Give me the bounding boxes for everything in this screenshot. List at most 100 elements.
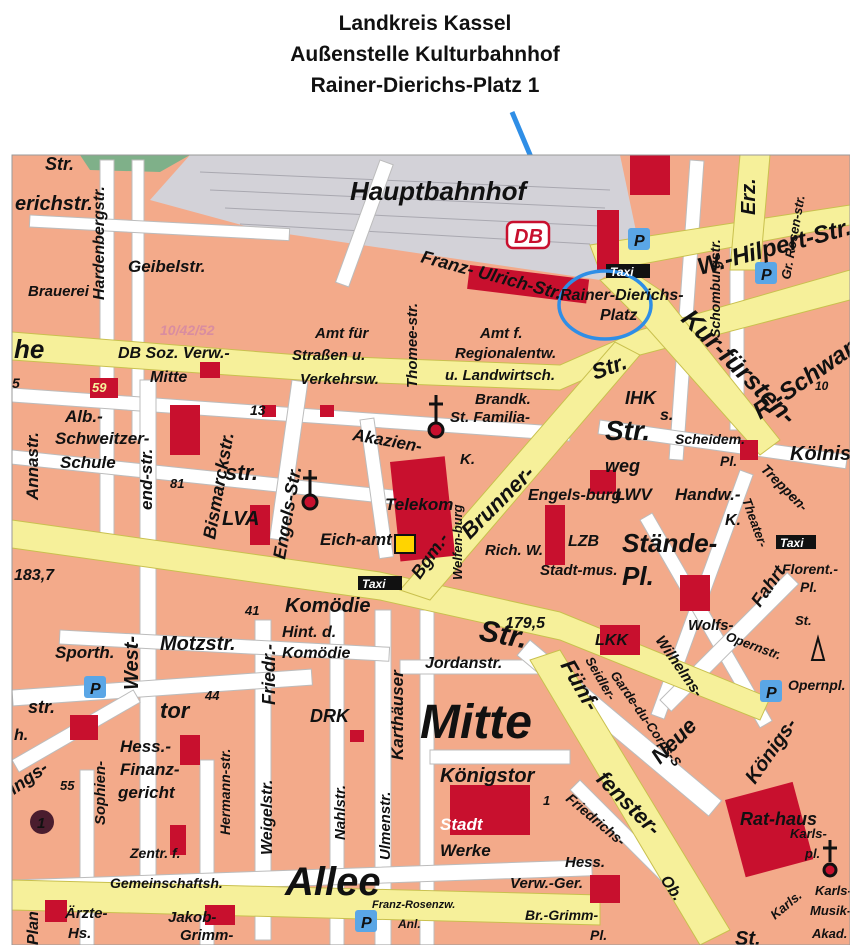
address-header: Landkreis Kassel Außenstelle Kulturbahnh…	[0, 8, 850, 101]
label-engelsburg: Engels-burg	[528, 487, 622, 504]
db-logo	[505, 220, 551, 250]
label-stadtmus: Stadt-mus.	[540, 562, 618, 579]
label-str-small: str.	[225, 460, 258, 485]
label-allee: Allee	[284, 860, 381, 904]
label-strassen: Straßen u.	[292, 347, 365, 364]
label-value-183: 183,7	[14, 567, 55, 584]
label-alb: Alb.-	[64, 407, 103, 426]
label-five: 5	[12, 375, 20, 391]
label-taxi-1: Taxi	[610, 265, 634, 279]
header-line-address: Rainer-Dierichs-Platz 1	[310, 74, 540, 97]
label-hardenbergstr: Hardenbergstr.	[91, 186, 108, 300]
label-sophien: Sophien-	[92, 761, 109, 825]
label-pl2: Pl.	[622, 561, 654, 591]
label-ten: 10	[815, 379, 829, 393]
label-friedr: Friedr.-	[259, 644, 279, 705]
label-h: h.	[14, 727, 28, 744]
label-value-179: 179,5	[505, 615, 546, 632]
label-endstr: end-str.	[137, 449, 156, 510]
label-karls: Karls-	[790, 826, 827, 841]
label-gericht: gericht	[117, 783, 176, 802]
label-akad: Akad.	[811, 926, 847, 941]
label-lkk: LKK	[595, 632, 629, 649]
label-karthaeuser: Karthäuser	[388, 669, 407, 760]
label-str-kurf: Str.	[605, 415, 650, 446]
label-telekom: Telekom	[385, 495, 453, 514]
buildings	[45, 155, 814, 925]
label-mitte-small: Mitte	[150, 369, 187, 386]
label-werke: Werke	[440, 841, 491, 860]
label-plan: Plan	[25, 911, 42, 945]
parking-icon: P P P P P	[84, 228, 782, 932]
label-komoedie2: Komödie	[282, 645, 351, 662]
label-st2: St.	[795, 613, 812, 628]
label-mitte-big: Mitte	[420, 696, 532, 749]
label-verw-ger: Verw.-Ger.	[510, 875, 583, 892]
label-fiftynine: 59	[92, 380, 107, 395]
label-str-w: str.	[28, 697, 55, 717]
label-west: West-	[121, 636, 143, 690]
label-drk: DRK	[310, 706, 351, 726]
label-regionalentw: Regionalentw.	[455, 345, 556, 362]
label-verkehrsw: Verkehrsw.	[300, 371, 379, 388]
label-brauerei: Brauerei	[28, 283, 90, 300]
label-hermann: Hermann-str.	[217, 749, 233, 835]
label-amt-f: Amt f.	[479, 325, 523, 342]
taxi-sign	[358, 264, 816, 590]
label-brandk: Brandk.	[475, 391, 531, 408]
label-annastr: Annastr.	[23, 432, 42, 501]
label-lzb: LZB	[568, 533, 599, 550]
label-aerzte: Ärzte-	[64, 905, 108, 922]
label-schule: Schule	[60, 453, 116, 472]
label-finanz: Finanz-	[120, 760, 180, 779]
svg-text:P: P	[361, 915, 372, 932]
label-zentr: Zentr. f.	[129, 845, 181, 861]
main-roads	[12, 155, 850, 945]
label-ihk: IHK	[625, 388, 658, 408]
label-jakob: Jakob-	[168, 909, 216, 926]
svg-text:P: P	[634, 233, 645, 250]
label-he: he	[14, 334, 44, 364]
label-rich-w: Rich. W.	[485, 542, 543, 559]
label-schomburgstr: Schomburgstr.	[707, 239, 723, 338]
label-zone: 10/42/52	[160, 322, 215, 338]
label-weg: weg	[605, 456, 640, 476]
label-motzstr: Motzstr.	[160, 633, 236, 655]
svg-text:1: 1	[37, 815, 45, 832]
location-highlight	[557, 269, 653, 341]
label-grimm: Grimm-	[180, 927, 233, 944]
label-rathaus: Rat-haus	[740, 809, 817, 829]
label-koenigstor: Königstor	[440, 765, 536, 787]
number-one-marker: 1	[30, 810, 54, 834]
label-db: DB	[514, 226, 543, 248]
label-st3: St.	[735, 928, 761, 945]
label-tor: tor	[160, 698, 191, 723]
label-handw: Handw.-	[675, 485, 741, 504]
label-erz: Erz.	[738, 178, 760, 215]
label-thirteen: 13	[250, 402, 266, 418]
church-icon	[301, 395, 838, 878]
label-pl3: pl.	[804, 846, 820, 861]
svg-text:P: P	[761, 267, 772, 284]
label-scheidem: Scheidem.	[675, 431, 745, 447]
label-landwirtsch: u. Landwirtsch.	[445, 367, 555, 384]
label-fortyone: 41	[244, 603, 259, 618]
label-welfen: Welfen-burg	[450, 504, 465, 580]
label-lwv: LWV	[615, 485, 653, 504]
label-thomee: Thomee-str.	[404, 303, 421, 388]
label-geibelstr: Geibelstr.	[128, 257, 205, 276]
label-florent: Florent.-	[782, 561, 838, 577]
label-pl-small: Pl.	[800, 579, 817, 595]
map-frame	[11, 154, 850, 945]
svg-text:P: P	[90, 681, 101, 698]
label-k: K.	[460, 451, 475, 468]
label-str-top: Str.	[45, 154, 74, 174]
post-icon	[394, 534, 416, 554]
label-hess: Hess.-	[120, 737, 171, 756]
label-one: 1	[543, 793, 550, 808]
label-amt-fuer: Amt für	[314, 325, 369, 342]
label-karls-musik: Karls-	[815, 883, 850, 898]
label-schweitzer: Schweitzer-	[55, 429, 150, 448]
label-st-familia: St. Familia-	[450, 409, 530, 426]
